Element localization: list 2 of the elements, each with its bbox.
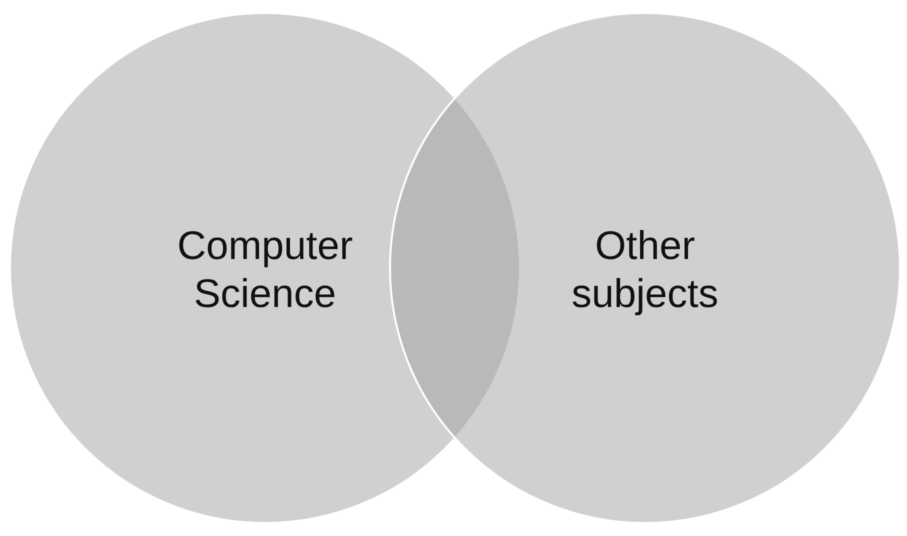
circle-label: Computer Science [176,223,354,318]
circle-label: Other subjects [570,223,720,318]
